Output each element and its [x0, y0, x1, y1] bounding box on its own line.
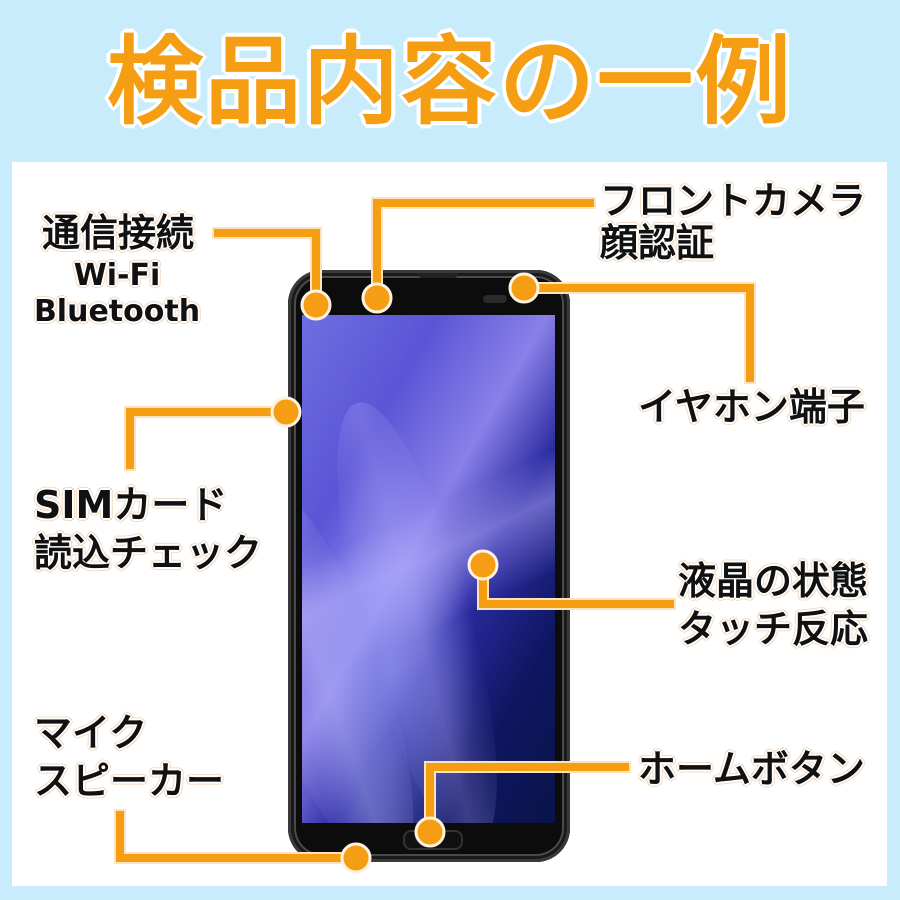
label-front-camera: フロントカメラ [600, 179, 867, 223]
phone-top-slot [418, 273, 458, 278]
label-lcd-condition: 液晶の状態 [678, 559, 869, 603]
label-speaker: スピーカー [34, 759, 225, 803]
label-home-button: ホームボタン [638, 747, 865, 791]
label-connectivity-heading: 通信接続 [42, 211, 195, 255]
label-earphone-jack: イヤホン端子 [638, 385, 865, 429]
label-sim-read-check: 読込チェック [34, 531, 263, 575]
label-connectivity-bluetooth: Bluetooth [33, 294, 201, 329]
phone-screen [302, 315, 555, 823]
label-connectivity-wifi: Wi-Fi [73, 258, 161, 293]
home-button-icon [403, 830, 463, 850]
label-touch-response: タッチ反応 [678, 607, 869, 651]
label-face-recognition: 顔認証 [600, 221, 715, 265]
earpiece-icon [483, 295, 507, 303]
page-title: 検品内容の一例 [107, 26, 793, 138]
label-microphone: マイク [34, 711, 148, 755]
smartphone-image [288, 270, 570, 862]
label-sim-card: SIMカード [34, 483, 228, 527]
